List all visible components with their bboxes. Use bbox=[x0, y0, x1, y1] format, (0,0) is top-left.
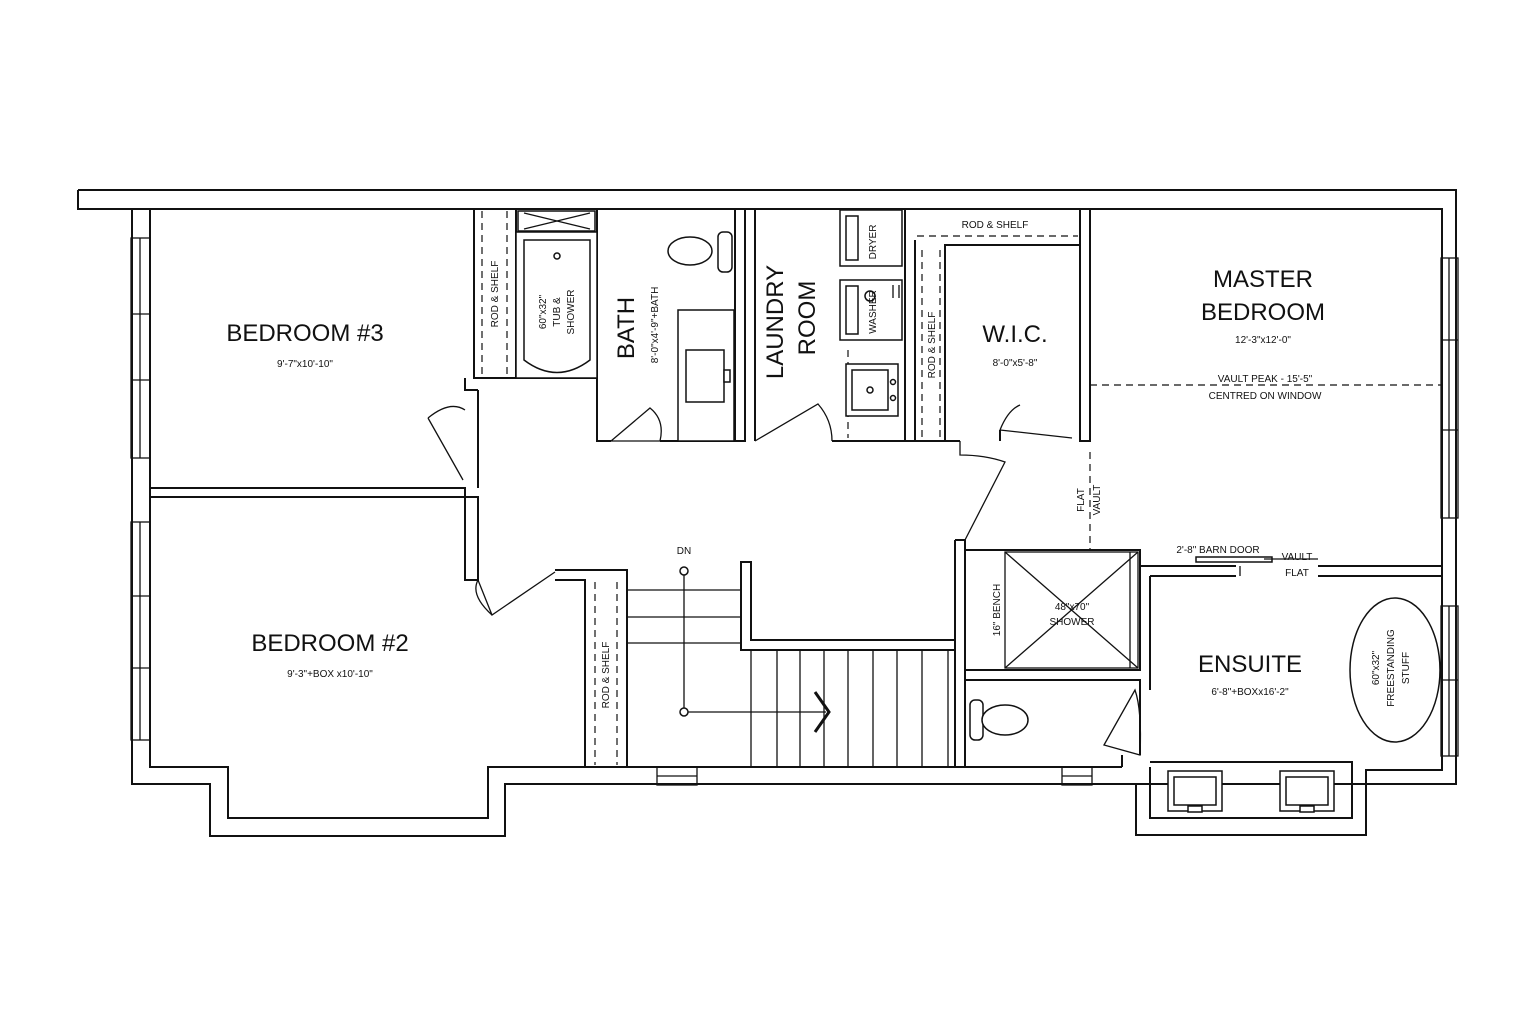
vault-label: VAULT bbox=[1282, 552, 1313, 563]
centred-note: CENTRED ON WINDOW bbox=[1209, 391, 1322, 402]
rod-shelf-wic-top: ROD & SHELF bbox=[962, 220, 1029, 231]
washer-label: WASHER bbox=[868, 290, 879, 334]
fixtures bbox=[515, 209, 1441, 813]
bedroom2-size: 9'-3"+BOX x10'-10" bbox=[287, 669, 373, 680]
annotation-lines bbox=[1089, 384, 1442, 560]
freestanding-label-3: STUFF bbox=[1401, 652, 1412, 684]
door-swings bbox=[427, 403, 1142, 756]
master-size: 12'-3"x12'-0" bbox=[1235, 335, 1291, 346]
plan-notes: ROD & SHELF ROD & SHELF ROD & SHELF ROD … bbox=[490, 220, 1412, 708]
windows bbox=[130, 237, 1459, 786]
wic-size: 8'-0"x5'-8" bbox=[993, 358, 1038, 369]
ensuite-name: ENSUITE bbox=[1198, 651, 1302, 678]
laundry-line1: LAUNDRY bbox=[762, 265, 789, 379]
bedroom2-name: BEDROOM #2 bbox=[251, 630, 408, 657]
tub-label-3: SHOWER bbox=[566, 290, 577, 335]
closets bbox=[481, 211, 1078, 765]
ensuite-size: 6'-8"+BOXx16'-2" bbox=[1211, 687, 1289, 698]
exterior-walls bbox=[77, 189, 1457, 837]
bedroom3-name: BEDROOM #3 bbox=[226, 320, 383, 347]
tub-label-1: 60"x32" bbox=[538, 294, 549, 329]
bedroom3-size: 9'-7"x10'-10" bbox=[277, 359, 333, 370]
barn-door-label: 2'-8" BARN DOOR bbox=[1176, 545, 1259, 556]
flat-label: FLAT bbox=[1285, 568, 1309, 579]
tub-label-2: TUB & bbox=[552, 297, 563, 327]
bath-size: 8'-0"x4'-9"+BATH bbox=[650, 287, 661, 364]
master-line2: BEDROOM bbox=[1201, 299, 1325, 326]
flat-label-vertical: FLAT bbox=[1076, 488, 1087, 512]
room-labels: BEDROOM #3 9'-7"x10'-10" BEDROOM #2 9'-3… bbox=[226, 265, 1325, 698]
dryer-label: DRYER bbox=[868, 225, 879, 260]
shower-size-label: 48"x70" bbox=[1055, 602, 1090, 613]
master-line1: MASTER bbox=[1213, 266, 1313, 293]
wic-name: W.I.C. bbox=[982, 321, 1047, 348]
bath-name: BATH bbox=[613, 297, 640, 359]
rod-shelf-wic-side: ROD & SHELF bbox=[927, 312, 938, 379]
freestanding-label-2: FREESTANDING bbox=[1386, 629, 1397, 707]
stairs bbox=[627, 566, 949, 767]
laundry-line2: ROOM bbox=[794, 281, 821, 356]
rod-shelf-bed3: ROD & SHELF bbox=[490, 261, 501, 328]
vault-peak-note: VAULT PEAK - 15'-5" bbox=[1218, 374, 1313, 385]
rod-shelf-stair: ROD & SHELF bbox=[601, 642, 612, 709]
stair-down-label: DN bbox=[677, 546, 691, 557]
bench-label: 16" BENCH bbox=[992, 584, 1003, 636]
freestanding-label-1: 60"x32" bbox=[1371, 650, 1382, 685]
vault-label-vertical: VAULT bbox=[1092, 485, 1103, 516]
shower-label: SHOWER bbox=[1050, 617, 1095, 628]
